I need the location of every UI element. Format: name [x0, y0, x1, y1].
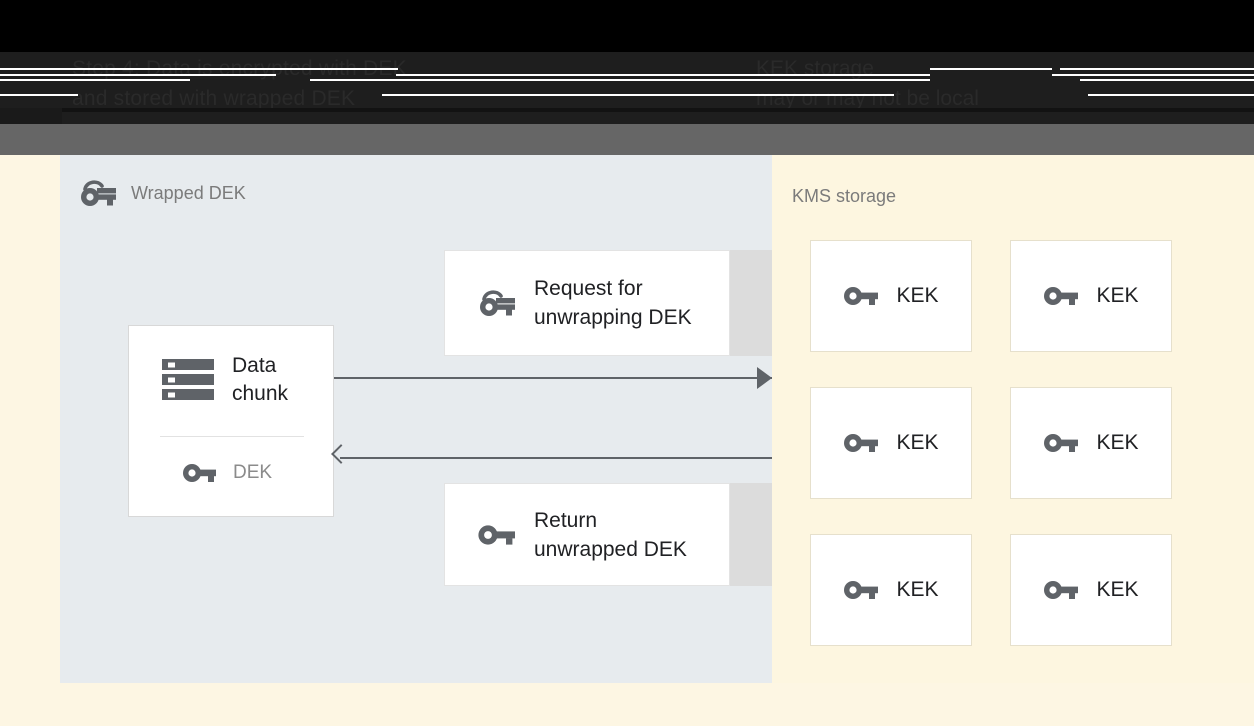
response-arrow [340, 457, 772, 459]
kek-label: KEK [896, 431, 939, 454]
data-chunk-row: Data chunk [129, 326, 333, 408]
data-chunk-card[interactable]: Data chunk DEK [128, 325, 334, 517]
header-right-caption: KEK storage may or may not be local [756, 57, 979, 110]
wrapped-key-icon [477, 288, 517, 318]
key-icon [1043, 578, 1081, 602]
scanline-artifact [1060, 68, 1254, 70]
data-chunk-label: Data chunk [232, 354, 289, 405]
kek-box[interactable]: KEK [1010, 534, 1172, 646]
wrapped-dek-label: Wrapped DEK [131, 183, 246, 203]
kek-box[interactable]: KEK [1010, 387, 1172, 499]
card-divider [160, 436, 304, 437]
return-message-card[interactable]: Return unwrapped DEK [444, 483, 730, 586]
header-notch [0, 108, 62, 124]
kek-label: KEK [1096, 284, 1139, 307]
return-card-shadow [730, 483, 772, 586]
header-band: Step 4: Data is encrypted with DEK and s… [0, 52, 1254, 124]
dek-label: DEK [233, 462, 273, 483]
data-chunk-icon [160, 357, 216, 403]
key-icon [843, 284, 881, 308]
key-icon [1043, 431, 1081, 455]
header-left-caption: Step 4: Data is encrypted with DEK and s… [72, 57, 407, 110]
key-icon [477, 522, 517, 548]
toolbar-grey-bar [0, 124, 1254, 155]
kek-box[interactable]: KEK [810, 534, 972, 646]
wrapped-dek-heading: Wrapped DEK [78, 178, 246, 208]
kek-grid: KEK KEK KEK [810, 240, 1172, 646]
request-arrowhead-icon [757, 367, 772, 389]
kek-label: KEK [896, 284, 939, 307]
key-icon [1043, 284, 1081, 308]
key-icon [183, 461, 217, 485]
top-black-bar [0, 0, 1254, 52]
request-card-shadow [730, 250, 772, 356]
key-icon [843, 431, 881, 455]
kek-box[interactable]: KEK [1010, 240, 1172, 352]
kek-label: KEK [1096, 578, 1139, 601]
wrapped-key-icon [78, 178, 118, 208]
scanline-artifact [1088, 94, 1254, 96]
kek-label: KEK [1096, 431, 1139, 454]
request-message-label: Request for unwrapping DEK [534, 277, 692, 329]
kms-storage-label: KMS storage [792, 186, 897, 206]
kek-box[interactable]: KEK [810, 240, 972, 352]
return-message-label: Return unwrapped DEK [534, 508, 687, 561]
key-icon [843, 578, 881, 602]
kek-label: KEK [896, 578, 939, 601]
dek-row: DEK [183, 461, 272, 485]
scanline-artifact [1080, 79, 1254, 81]
scanline-artifact [0, 94, 78, 96]
request-arrow [334, 377, 772, 379]
kek-box[interactable]: KEK [810, 387, 972, 499]
request-message-card[interactable]: Request for unwrapping DEK [444, 250, 730, 356]
